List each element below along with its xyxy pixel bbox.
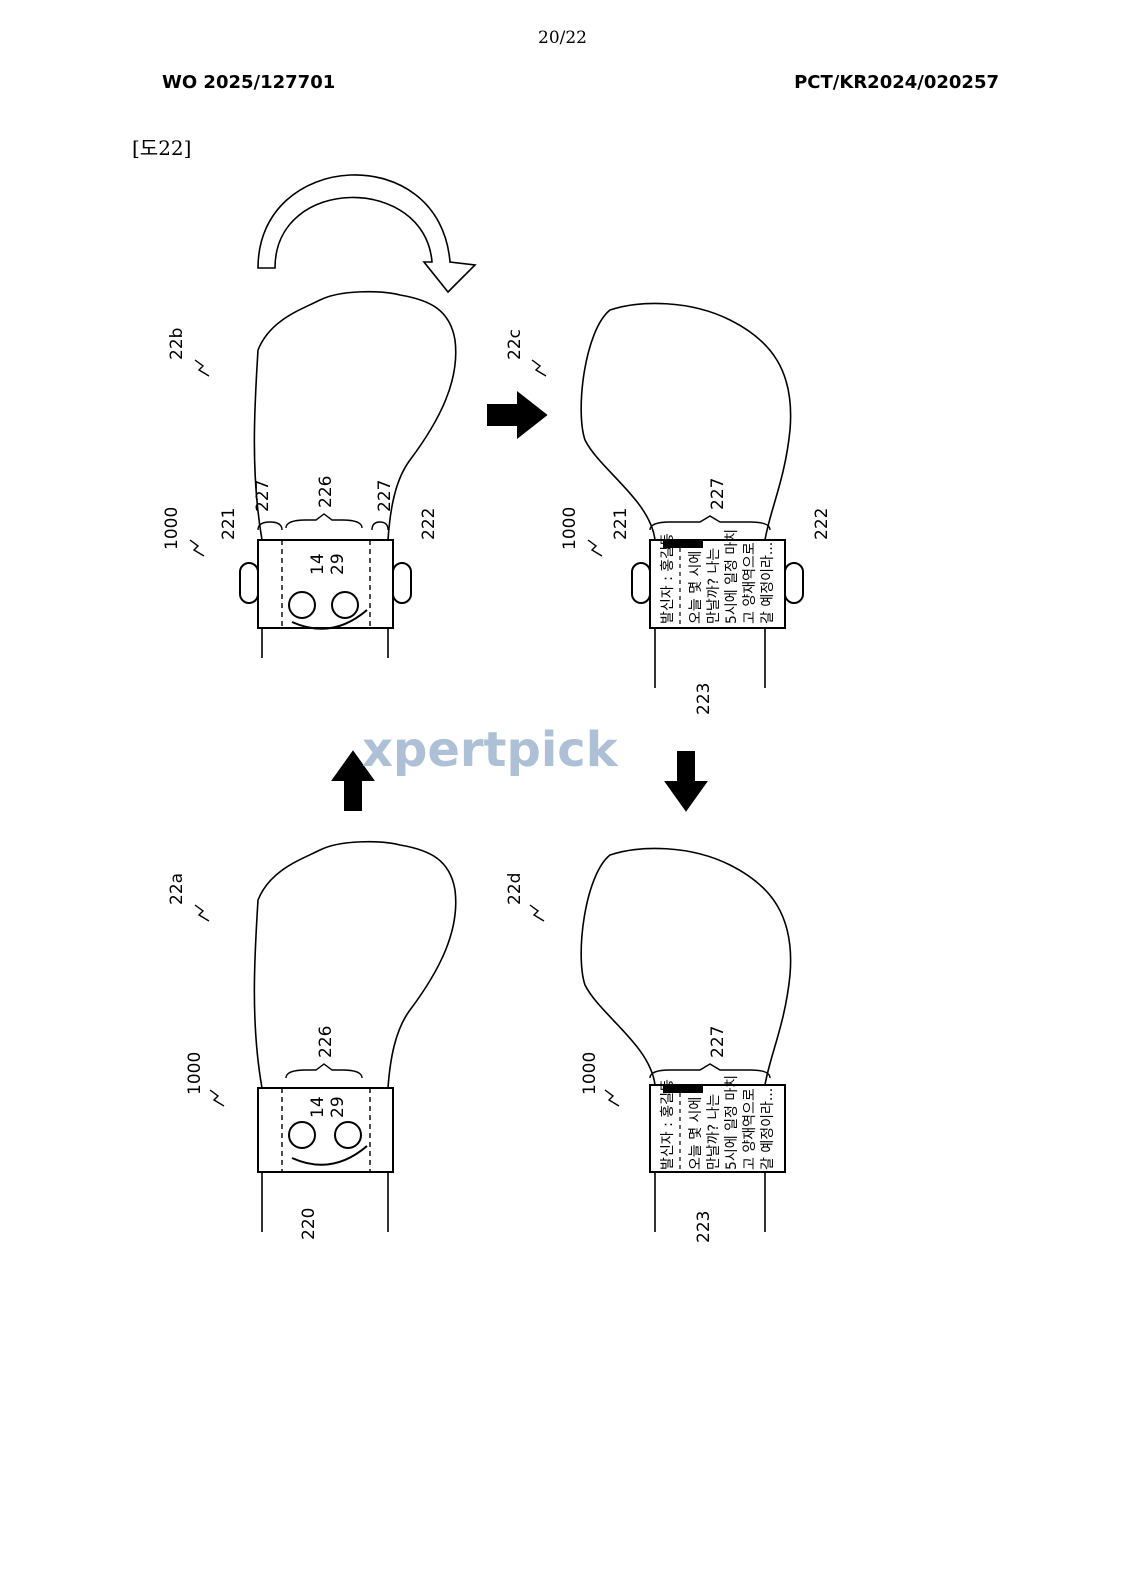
page-number: 20/22 xyxy=(538,28,587,48)
right-arrow-icon xyxy=(487,390,548,440)
svg-text:만날까? 나는: 만날까? 나는 xyxy=(706,1094,722,1170)
ref-222-b: 222 xyxy=(419,508,439,540)
svg-text:오늘 몇 시에: 오늘 몇 시에 xyxy=(688,551,704,624)
ref-227-right-b: 227 xyxy=(375,480,395,512)
ref-22d: 22d xyxy=(505,873,525,905)
ref-device-d: 1000 xyxy=(580,1052,600,1095)
message-screen-c: 발신자 : 홍길동 오늘 몇 시에 만날까? 나는 5시에 일정 마치 고 양재… xyxy=(660,529,776,624)
ref-227-left-b: 227 xyxy=(253,480,273,512)
ref-22b: 22b xyxy=(167,328,187,360)
publication-number: WO 2025/127701 xyxy=(162,72,336,93)
ref-device-a: 1000 xyxy=(185,1052,205,1095)
svg-text:만날까? 나는: 만날까? 나는 xyxy=(706,548,722,624)
ref-223-c: 223 xyxy=(694,683,714,715)
ref-220-a: 220 xyxy=(299,1208,319,1240)
up-arrow-icon xyxy=(331,750,375,811)
panel-22a-drawing xyxy=(253,840,457,1232)
svg-text:갈 예정이라...: 갈 예정이라... xyxy=(760,1088,776,1170)
svg-text:고 양재역으로: 고 양재역으로 xyxy=(742,542,758,624)
ref-221-c: 221 xyxy=(611,508,631,540)
ref-226-b: 226 xyxy=(316,476,336,508)
svg-text:5시에 일정 마치: 5시에 일정 마치 xyxy=(724,1075,740,1170)
panel-22d-drawing xyxy=(580,847,792,1232)
ref-221-b: 221 xyxy=(219,508,239,540)
panel-22c-drawing xyxy=(580,302,804,688)
ref-223-d: 223 xyxy=(694,1211,714,1243)
svg-text:5시에 일정 마치: 5시에 일정 마치 xyxy=(724,529,740,624)
ref-227-c: 227 xyxy=(708,478,728,510)
svg-text:발신자 : 홍길동: 발신자 : 홍길동 xyxy=(660,533,676,624)
svg-text:오늘 몇 시에: 오늘 몇 시에 xyxy=(688,1097,704,1170)
svg-text:갈 예정이라...: 갈 예정이라... xyxy=(760,542,776,624)
down-arrow-icon xyxy=(664,751,708,812)
svg-text:고 양재역으로: 고 양재역으로 xyxy=(742,1088,758,1170)
ref-device-b: 1000 xyxy=(162,507,182,550)
rotation-arrow-icon xyxy=(257,174,477,294)
time-hour-b: 14 xyxy=(308,553,328,575)
time-min-a: 29 xyxy=(328,1096,348,1118)
svg-text:발신자 : 홍길동: 발신자 : 홍길동 xyxy=(660,1079,676,1170)
time-min-b: 29 xyxy=(328,553,348,575)
application-number: PCT/KR2024/020257 xyxy=(794,72,999,93)
ref-226-a: 226 xyxy=(316,1026,336,1058)
ref-device-c: 1000 xyxy=(560,507,580,550)
watermark-logo: xpertpick xyxy=(362,722,618,778)
ref-227-d: 227 xyxy=(708,1026,728,1058)
ref-22c: 22c xyxy=(505,329,525,360)
message-screen-d: 발신자 : 홍길동 오늘 몇 시에 만날까? 나는 5시에 일정 마치 고 양재… xyxy=(660,1075,776,1170)
ref-22a: 22a xyxy=(167,873,187,905)
ref-222-c: 222 xyxy=(812,508,832,540)
panel-22b-drawing xyxy=(239,290,457,658)
figure-label: [도22] xyxy=(132,136,192,160)
time-hour-a: 14 xyxy=(308,1096,328,1118)
